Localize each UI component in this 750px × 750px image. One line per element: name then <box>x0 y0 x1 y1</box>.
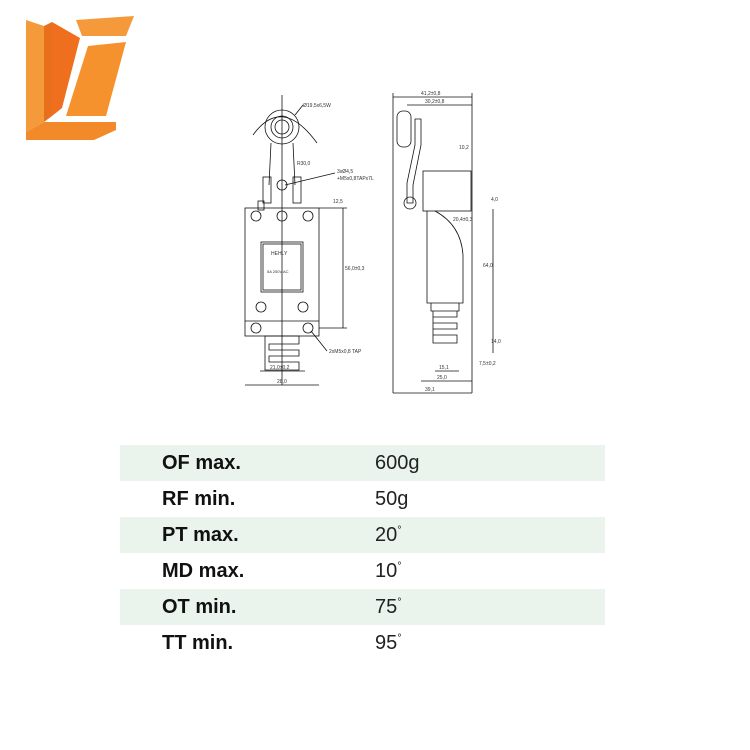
svg-text:10,2: 10,2 <box>459 145 469 151</box>
spec-row-rf: RF min. 50g <box>120 481 605 517</box>
spec-row-tt: TT min. 95° <box>120 625 605 661</box>
svg-text:28,0: 28,0 <box>277 379 287 385</box>
svg-text:39,1: 39,1 <box>425 387 435 393</box>
spec-label: TT min. <box>162 631 234 654</box>
svg-text:15,1: 15,1 <box>439 365 449 371</box>
svg-text:2xM5x0,8 TAP: 2xM5x0,8 TAP <box>329 349 362 355</box>
spec-label: OT min. <box>162 595 237 618</box>
svg-text:20,4±0,3: 20,4±0,3 <box>453 217 473 223</box>
spec-value: 50g <box>375 487 409 510</box>
svg-text:3xØ4,5: 3xØ4,5 <box>337 169 353 175</box>
svg-text:14,0: 14,0 <box>491 339 501 345</box>
svg-text:21,0±0,2: 21,0±0,2 <box>270 365 290 371</box>
brand-logo-icon <box>26 16 134 140</box>
spec-label: PT max. <box>162 523 239 546</box>
svg-text:+M5x0,8TAPx7L: +M5x0,8TAPx7L <box>337 176 374 182</box>
spec-row-ot: OT min. 75° <box>120 589 605 625</box>
spec-label: RF min. <box>162 487 236 510</box>
svg-text:Ø19,5x6,5W: Ø19,5x6,5W <box>303 103 331 109</box>
svg-text:12,5: 12,5 <box>333 199 343 205</box>
svg-text:7,5±0,2: 7,5±0,2 <box>479 361 496 367</box>
spec-label: OF max. <box>162 451 241 474</box>
svg-text:25,0: 25,0 <box>437 375 447 381</box>
svg-text:41,2±0,8: 41,2±0,8 <box>421 91 441 97</box>
svg-text:R30,0: R30,0 <box>297 161 311 167</box>
spec-value: 20° <box>375 523 402 546</box>
spec-row-of: OF max. 600g <box>120 445 605 481</box>
svg-text:30,2±0,8: 30,2±0,8 <box>425 99 445 105</box>
front-view: HEHLY 5A 250V AC 56,0±0,3 12,5 Ø19,5x6,5… <box>244 95 374 386</box>
svg-text:64,0: 64,0 <box>483 263 493 269</box>
svg-text:HEHLY: HEHLY <box>271 251 288 257</box>
spec-label: MD max. <box>162 559 245 582</box>
spec-value: 95° <box>375 631 402 654</box>
svg-text:56,0±0,3: 56,0±0,3 <box>345 266 365 272</box>
spec-value: 10° <box>375 559 402 582</box>
spec-row-pt: PT max. 20° <box>120 517 605 553</box>
spec-table: OF max. 600g RF min. 50g PT max. 20° MD … <box>120 445 605 661</box>
svg-text:5A 250V AC: 5A 250V AC <box>267 269 289 274</box>
spec-row-md: MD max. 10° <box>120 553 605 589</box>
spec-value: 75° <box>375 595 402 618</box>
spec-value: 600g <box>375 451 420 474</box>
svg-text:4,0: 4,0 <box>491 197 498 203</box>
switch-technical-drawing: HEHLY 5A 250V AC 56,0±0,3 12,5 Ø19,5x6,5… <box>244 91 501 394</box>
side-view: 41,2±0,8 30,2±0,8 10,2 4,0 20,4±0,3 64,0… <box>392 91 501 394</box>
